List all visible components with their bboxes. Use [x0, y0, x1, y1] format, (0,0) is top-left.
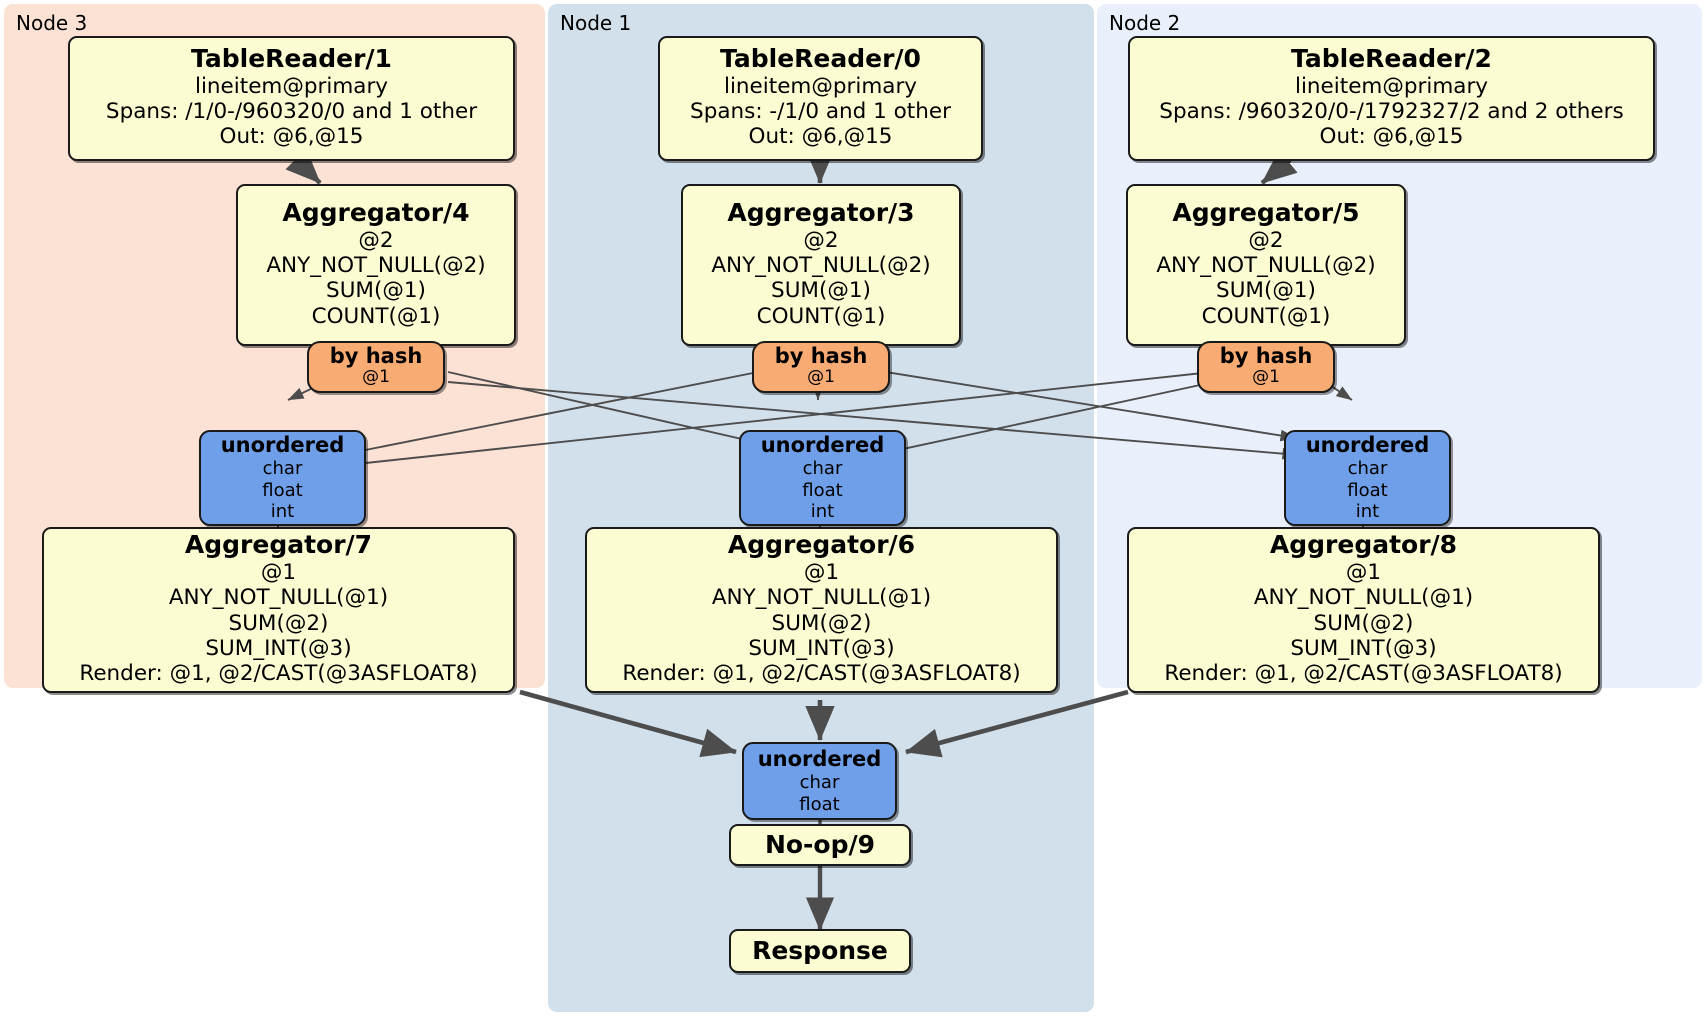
aggregator-3-title: Aggregator/3 — [727, 198, 915, 228]
aggregator-3-agg-2: COUNT(@1) — [756, 303, 886, 329]
synchronizer-node1-type-0: char — [802, 458, 843, 480]
table-reader-2-title: TableReader/2 — [1291, 44, 1492, 74]
table-reader-2-out: Out: @6,@15 — [1319, 124, 1464, 150]
hash-router-node1-title: by hash — [774, 344, 868, 369]
synchronizer-node3[interactable]: unordered char float int — [199, 430, 366, 526]
aggregator-8-title: Aggregator/8 — [1269, 530, 1458, 560]
no-op-9[interactable]: No-op/9 — [729, 824, 911, 866]
aggregator-8-group: @1 — [1345, 559, 1382, 585]
synchronizer-node2-type-0: char — [1347, 458, 1388, 480]
table-reader-0[interactable]: TableReader/0 lineitem@primary Spans: -/… — [658, 36, 983, 161]
table-reader-0-out: Out: @6,@15 — [748, 124, 893, 150]
aggregator-8-agg-0: ANY_NOT_NULL(@1) — [1253, 585, 1474, 611]
final-synchronizer[interactable]: unordered char float — [742, 742, 897, 820]
synchronizer-node3-type-1: float — [262, 479, 303, 501]
synchronizer-node2-type-2: int — [1355, 501, 1380, 523]
synchronizer-node3-type-2: int — [270, 501, 295, 523]
synchronizer-node1-type-2: int — [810, 501, 835, 523]
response-node-title: Response — [752, 935, 888, 965]
synchronizer-node2-title: unordered — [1305, 433, 1430, 458]
aggregator-8-agg-1: SUM(@2) — [1313, 610, 1414, 636]
aggregator-6-group: @1 — [803, 559, 840, 585]
aggregator-6-render: Render: @1, @2/CAST(@3ASFLOAT8) — [622, 661, 1021, 687]
synchronizer-node1-title: unordered — [760, 433, 885, 458]
final-synchronizer-type-0: char — [799, 772, 840, 793]
aggregator-6-agg-0: ANY_NOT_NULL(@1) — [711, 585, 932, 611]
table-reader-1-title: TableReader/1 — [191, 44, 392, 74]
aggregator-7-group: @1 — [260, 559, 297, 585]
table-reader-2[interactable]: TableReader/2 lineitem@primary Spans: /9… — [1128, 36, 1655, 161]
aggregator-8[interactable]: Aggregator/8 @1 ANY_NOT_NULL(@1) SUM(@2)… — [1127, 527, 1600, 693]
aggregator-7-agg-1: SUM(@2) — [228, 610, 329, 636]
aggregator-5-group: @2 — [1248, 227, 1284, 253]
aggregator-4-agg-2: COUNT(@1) — [311, 303, 441, 329]
aggregator-6-title: Aggregator/6 — [727, 530, 916, 560]
aggregator-7[interactable]: Aggregator/7 @1 ANY_NOT_NULL(@1) SUM(@2)… — [42, 527, 515, 693]
table-reader-2-spans: Spans: /960320/0-/1792327/2 and 2 others — [1159, 99, 1624, 125]
hash-router-node2-column: @1 — [1252, 367, 1280, 388]
aggregator-7-agg-2: SUM_INT(@3) — [205, 635, 352, 661]
table-reader-1-table: lineitem@primary — [194, 73, 389, 99]
panel-node2-label: Node 2 — [1109, 11, 1181, 35]
table-reader-2-table: lineitem@primary — [1294, 73, 1489, 99]
aggregator-5-agg-1: SUM(@1) — [1216, 278, 1316, 304]
no-op-9-title: No-op/9 — [764, 829, 876, 859]
aggregator-3-agg-0: ANY_NOT_NULL(@2) — [711, 252, 931, 278]
final-synchronizer-title: unordered — [757, 746, 882, 771]
hash-router-node2[interactable]: by hash @1 — [1197, 341, 1335, 393]
synchronizer-node1-type-1: float — [802, 479, 843, 501]
aggregator-5[interactable]: Aggregator/5 @2 ANY_NOT_NULL(@2) SUM(@1)… — [1126, 184, 1406, 346]
aggregator-4-agg-0: ANY_NOT_NULL(@2) — [266, 252, 486, 278]
aggregator-7-render: Render: @1, @2/CAST(@3ASFLOAT8) — [79, 661, 478, 687]
aggregator-5-title: Aggregator/5 — [1172, 198, 1360, 228]
aggregator-5-agg-2: COUNT(@1) — [1201, 303, 1331, 329]
synchronizer-node1[interactable]: unordered char float int — [739, 430, 906, 526]
aggregator-4-group: @2 — [358, 227, 394, 253]
aggregator-8-render: Render: @1, @2/CAST(@3ASFLOAT8) — [1164, 661, 1563, 687]
aggregator-4-title: Aggregator/4 — [282, 198, 470, 228]
synchronizer-node2-type-1: float — [1347, 479, 1388, 501]
hash-router-node3[interactable]: by hash @1 — [307, 341, 445, 393]
table-reader-1-spans: Spans: /1/0-/960320/0 and 1 other — [105, 99, 478, 125]
aggregator-3[interactable]: Aggregator/3 @2 ANY_NOT_NULL(@2) SUM(@1)… — [681, 184, 961, 346]
panel-node3-label: Node 3 — [16, 11, 88, 35]
hash-router-node1-column: @1 — [807, 367, 835, 388]
synchronizer-node3-type-0: char — [262, 458, 303, 480]
hash-router-node3-column: @1 — [362, 367, 390, 388]
aggregator-3-group: @2 — [803, 227, 839, 253]
hash-router-node3-title: by hash — [329, 344, 423, 369]
panel-node1-label: Node 1 — [560, 11, 632, 35]
aggregator-5-agg-0: ANY_NOT_NULL(@2) — [1156, 252, 1376, 278]
aggregator-8-agg-2: SUM_INT(@3) — [1290, 635, 1437, 661]
hash-router-node1[interactable]: by hash @1 — [752, 341, 890, 393]
aggregator-7-title: Aggregator/7 — [184, 530, 373, 560]
table-reader-0-title: TableReader/0 — [720, 44, 921, 74]
aggregator-3-agg-1: SUM(@1) — [771, 278, 871, 304]
final-synchronizer-type-1: float — [799, 793, 840, 815]
aggregator-6[interactable]: Aggregator/6 @1 ANY_NOT_NULL(@1) SUM(@2)… — [585, 527, 1058, 693]
aggregator-7-agg-0: ANY_NOT_NULL(@1) — [168, 585, 389, 611]
table-reader-1[interactable]: TableReader/1 lineitem@primary Spans: /1… — [68, 36, 515, 161]
aggregator-6-agg-2: SUM_INT(@3) — [748, 635, 895, 661]
aggregator-6-agg-1: SUM(@2) — [771, 610, 872, 636]
table-reader-1-out: Out: @6,@15 — [219, 124, 364, 150]
synchronizer-node2[interactable]: unordered char float int — [1284, 430, 1451, 526]
aggregator-4[interactable]: Aggregator/4 @2 ANY_NOT_NULL(@2) SUM(@1)… — [236, 184, 516, 346]
table-reader-0-spans: Spans: -/1/0 and 1 other — [690, 99, 951, 125]
aggregator-4-agg-1: SUM(@1) — [326, 278, 426, 304]
response-node[interactable]: Response — [729, 929, 911, 973]
table-reader-0-table: lineitem@primary — [723, 73, 918, 99]
synchronizer-node3-title: unordered — [220, 433, 345, 458]
hash-router-node2-title: by hash — [1219, 344, 1313, 369]
